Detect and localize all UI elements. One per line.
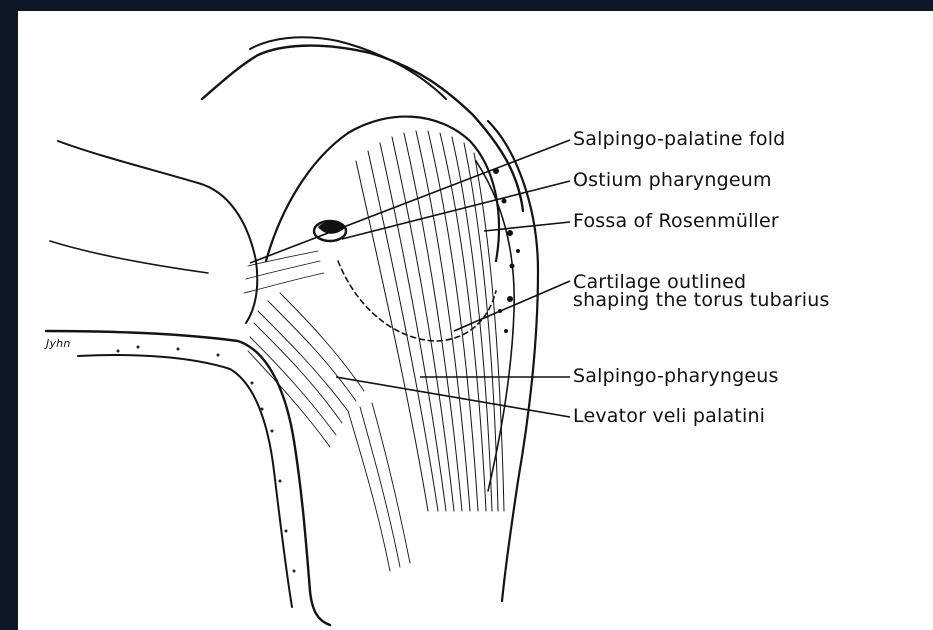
- artist-signature: Jyhn: [46, 334, 71, 353]
- label-fossa-of-rosenmuller: Fossa of Rosenmüller: [573, 212, 779, 231]
- torus-outline: [266, 117, 499, 261]
- label-salpingo-pharyngeus: Salpingo-pharyngeus: [573, 367, 779, 386]
- leader-fossa-of-rosenmuller: [484, 222, 570, 231]
- leader-levator-veli-palatini: [336, 377, 570, 417]
- leader-cartilage: [454, 281, 570, 331]
- upper-contour: [202, 46, 523, 211]
- anatomy-figure: Jyhn Salpingo-palatine fold Ostium phary…: [18, 11, 933, 630]
- left-contour: [58, 141, 257, 323]
- lower-fibers: [348, 403, 410, 571]
- left-contour-2: [50, 241, 208, 273]
- label-ostium-pharyngeum: Ostium pharyngeum: [573, 171, 772, 190]
- palate-stipple: [117, 346, 296, 573]
- label-levator-veli-palatini: Levator veli palatini: [573, 407, 765, 426]
- label-salpingo-palatine-fold: Salpingo-palatine fold: [573, 130, 785, 149]
- label-shaping-torus-tubarius: shaping the torus tubarius: [573, 291, 830, 310]
- soft-palate-inner: [78, 355, 292, 607]
- upper-ridge: [250, 37, 446, 99]
- anatomy-drawing: [18, 11, 933, 630]
